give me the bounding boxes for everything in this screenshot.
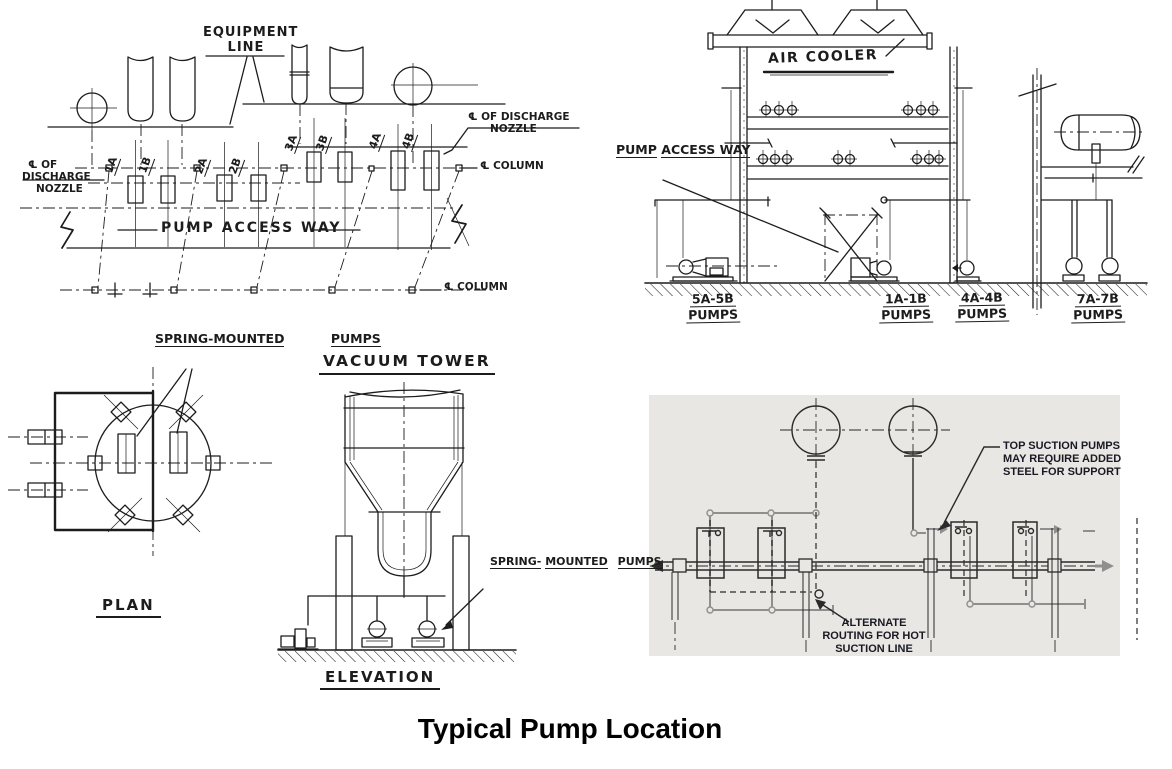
panel-background [649, 395, 1120, 656]
discharge-nozzle-right-label: ℄ OF DISCHARGE NOZZLE [468, 111, 570, 135]
top-suction-note: TOP SUCTION PUMPS MAY REQUIRE ADDED STEE… [1003, 440, 1122, 479]
equipment-line-label-l1: EQUIPMENT [203, 25, 299, 40]
pump-group-label-7a7b: 7A-7B PUMPS [1060, 290, 1137, 324]
elevation-top-right-drawing [644, 0, 1148, 315]
column-centerline-top-label: ℄ COLUMN [480, 160, 544, 172]
pump-group-label-1a1b: 1A-1B PUMPS [875, 290, 938, 324]
column-centerline-bottom-label: ℄ COLUMN [444, 281, 508, 293]
pump-group-label-5a5b: 5A-5B PUMPS [674, 290, 753, 324]
alternate-routing-note: ALTERNATE ROUTING FOR HOT SUCTION LINE [822, 617, 926, 656]
discharge-nozzle-left-label: ℄ OF DISCHARGE NOZZLE [22, 159, 91, 195]
equipment-line-label: EQUIPMENT LINE [203, 25, 299, 55]
equipment-line-label-l2: LINE [227, 39, 265, 55]
plan-bottom-right-drawing [649, 395, 1138, 656]
pump-group-label-4a4b: 4A-4B PUMPS [949, 289, 1016, 323]
figure-title: Typical Pump Location [417, 713, 723, 744]
pump-access-way-label-tl: PUMP ACCESS WAY [161, 220, 342, 236]
spring-mounted-pumps-label-bl: SPRING-MOUNTED PUMPS [155, 331, 381, 347]
plan-bottom-left-drawing [8, 367, 272, 556]
elevation-view-label: ELEVATION [320, 669, 441, 690]
elevation-bottom-center-drawing [277, 382, 517, 662]
vacuum-tower-label: VACUUM TOWER [319, 352, 495, 376]
plan-top-left-drawing [20, 44, 580, 298]
spring-mounted-pumps-label-bc: SPRING- MOUNTED PUMPS [490, 555, 662, 570]
pump-access-way-label-tr: PUMP ACCESS WAY [616, 142, 751, 158]
plan-view-label: PLAN [96, 597, 161, 618]
